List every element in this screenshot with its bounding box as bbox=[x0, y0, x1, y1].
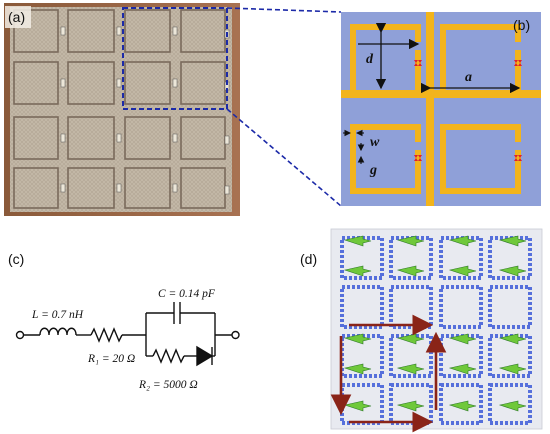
capacitor-label: C = 0.14 pF bbox=[158, 288, 216, 300]
inductor-label: L = 0.7 nH bbox=[31, 309, 84, 321]
panel-c: (c) L = 0.7 nH C = 0.14 pF R₁ = 20 Ω bbox=[8, 251, 240, 391]
diode-icon bbox=[414, 60, 422, 66]
resistor-r1-label: R₁ = 20 Ω bbox=[87, 353, 135, 365]
resistor-r2-symbol bbox=[152, 348, 185, 364]
terminal-right bbox=[231, 330, 240, 340]
dim-d-label: d bbox=[366, 52, 374, 67]
panel-d-label: (d) bbox=[300, 251, 317, 267]
diode-symbols bbox=[414, 60, 522, 161]
panel-a: (a) bbox=[4, 3, 240, 216]
dim-a-label: a bbox=[465, 70, 472, 85]
panel-a-label: (a) bbox=[8, 9, 25, 25]
resistor-r2-label: R₂ = 5000 Ω bbox=[138, 379, 198, 391]
diode-icon bbox=[514, 155, 522, 161]
circuit bbox=[15, 302, 240, 367]
dim-w-label: w bbox=[370, 135, 380, 150]
label-bg bbox=[5, 6, 31, 28]
metal-pattern bbox=[341, 12, 541, 206]
diode-icon bbox=[414, 155, 422, 161]
board-cells bbox=[13, 9, 226, 209]
diode-icon bbox=[514, 60, 522, 66]
terminal-left bbox=[15, 330, 25, 340]
panel-b: d a w g bbox=[341, 12, 541, 206]
zoom-connectors bbox=[226, 7, 342, 207]
dim-g-label: g bbox=[369, 163, 377, 178]
panel-c-label: (c) bbox=[8, 251, 24, 267]
zoom-box bbox=[122, 7, 228, 110]
current-direction-arrows bbox=[330, 314, 447, 433]
resistor-r1-symbol bbox=[90, 327, 123, 343]
inductor-symbol bbox=[39, 327, 77, 336]
diode-symbol bbox=[196, 345, 214, 367]
panel-b-label: (b) bbox=[513, 17, 530, 33]
panel-d: (d) bbox=[300, 228, 543, 433]
